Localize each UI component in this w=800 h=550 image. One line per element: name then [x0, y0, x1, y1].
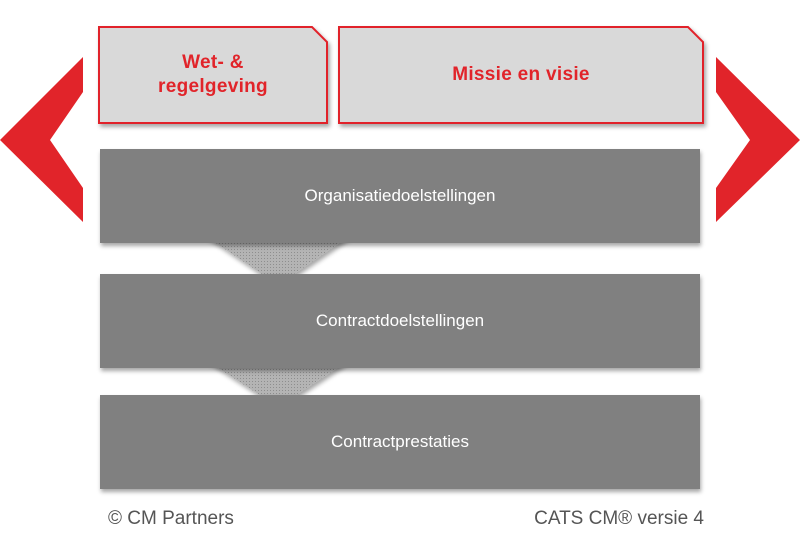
missie-visie-box: Missie en visie — [338, 26, 704, 124]
wet-regelgeving-line1: Wet- & — [182, 52, 244, 73]
layer-label: Organisatiedoelstellingen — [304, 186, 496, 205]
left-chevron-arrow — [0, 57, 83, 222]
missie-visie-label: Missie en visie — [452, 64, 590, 85]
wet-regelgeving-box-shape — [98, 26, 328, 124]
layer-contractdoelstellingen: Contractdoelstellingen — [100, 274, 700, 368]
wet-regelgeving-label: Wet- & regelgeving — [158, 51, 268, 99]
connector-arrow-1 — [198, 231, 357, 285]
layer-contractprestaties: Contractprestaties — [100, 395, 700, 489]
version-text: CATS CM® versie 4 — [534, 508, 704, 529]
right-chevron-arrow — [716, 57, 800, 222]
layer-label: Contractprestaties — [331, 432, 469, 451]
copyright-text: © CM Partners — [108, 508, 234, 529]
layer-organisatiedoelstellingen: Organisatiedoelstellingen — [100, 149, 700, 243]
connector-arrow-2 — [198, 355, 357, 407]
layer-label: Contractdoelstellingen — [315, 311, 485, 330]
missie-visie-box-shape — [338, 26, 704, 124]
wet-regelgeving-box: Wet- & regelgeving — [98, 26, 328, 124]
wet-regelgeving-line2: regelgeving — [158, 76, 268, 97]
